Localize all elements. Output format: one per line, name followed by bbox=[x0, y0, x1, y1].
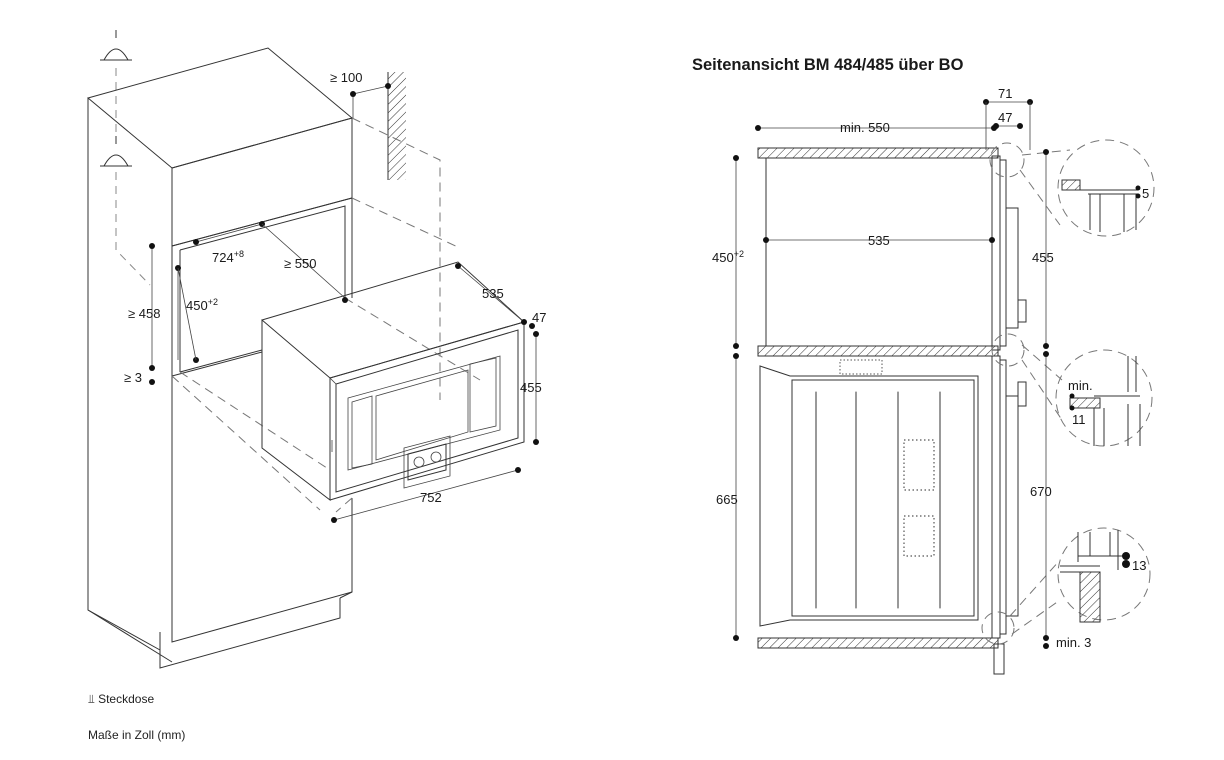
dim-47: 47 bbox=[998, 110, 1012, 125]
side-view-title: Seitenansicht BM 484/485 über BO bbox=[692, 56, 964, 74]
detail-mid-label: min. bbox=[1068, 378, 1093, 393]
dim-535: 535 bbox=[868, 233, 890, 248]
detail-mid-dim: 11 bbox=[1072, 412, 1086, 427]
dim-top-clearance: ≥ 100 bbox=[330, 70, 362, 85]
dim-oven-width: 752 bbox=[420, 490, 442, 505]
legend-units: Maße in Zoll (mm) bbox=[88, 728, 186, 742]
dim-front-depth: 47 bbox=[532, 310, 546, 325]
dim-niche-depth: ≥ 550 bbox=[284, 256, 316, 271]
dim-670: 670 bbox=[1030, 484, 1052, 499]
dim-bottom-gap: ≥ 3 bbox=[124, 370, 142, 385]
socket-icon bbox=[100, 30, 132, 61]
socket-icon bbox=[100, 136, 132, 167]
dim-71: 71 bbox=[998, 86, 1012, 101]
detail-middle: min. 11 bbox=[1055, 349, 1153, 447]
dim-opening-height: 450+2 bbox=[186, 297, 218, 313]
socket-icon: ⫫ bbox=[88, 692, 95, 706]
dim-665: 665 bbox=[716, 492, 738, 507]
detail-bottom: 13 bbox=[1057, 527, 1151, 623]
isometric-view: ≥ 100 724+8 ≥ 550 ≥ 458 450+2 ≥ 3 535 47… bbox=[86, 30, 546, 669]
detail-bottom-dim: 13 bbox=[1132, 558, 1146, 573]
dim-oven-height: 455 bbox=[520, 380, 542, 395]
legend-socket-label: Steckdose bbox=[98, 692, 155, 706]
detail-top: 5 bbox=[1057, 139, 1155, 237]
dim-width: 724+8 bbox=[212, 249, 244, 265]
dim-455: 455 bbox=[1032, 250, 1054, 265]
dim-450: 450+2 bbox=[712, 249, 744, 265]
detail-top-dim: 5 bbox=[1142, 186, 1149, 201]
dim-min-3: min. 3 bbox=[1056, 635, 1091, 650]
dim-min-550: min. 550 bbox=[840, 120, 890, 135]
tall-cabinet bbox=[86, 47, 354, 669]
side-view: 5 min. 11 13 bbox=[712, 86, 1155, 675]
dim-niche-height: ≥ 458 bbox=[128, 306, 160, 321]
legend-socket: ⫫ Steckdose bbox=[88, 692, 154, 707]
wall-hatching bbox=[387, 72, 406, 180]
dim-oven-depth: 535 bbox=[482, 286, 504, 301]
